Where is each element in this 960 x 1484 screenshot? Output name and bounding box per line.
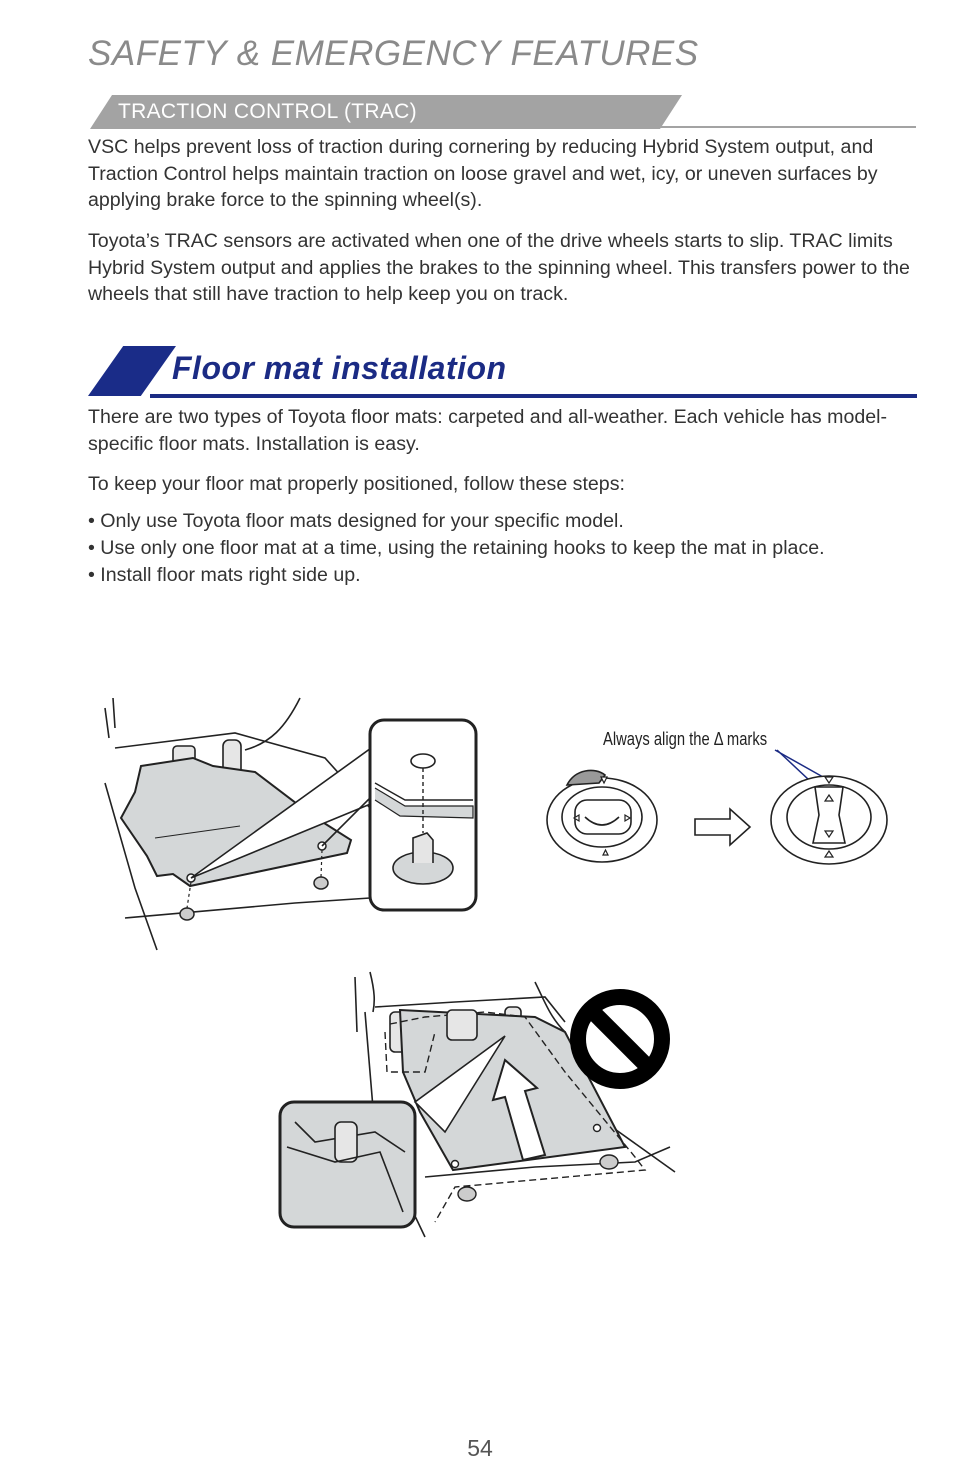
floor-mat-heading: Floor mat installation xyxy=(172,350,507,386)
hook-after-rotation xyxy=(770,775,888,865)
floor-mat-intro: There are two types of Toyota floor mats… xyxy=(88,406,888,455)
trac-paragraph-2: Toyota’s TRAC sensors are activated when… xyxy=(88,230,910,305)
list-item: • Only use Toyota floor mats designed fo… xyxy=(88,510,624,532)
trac-paragraph-1: VSC helps prevent loss of traction durin… xyxy=(88,136,878,211)
steps-intro: To keep your floor mat properly position… xyxy=(88,473,625,495)
arrow-icon xyxy=(491,1058,547,1162)
page-section-title: SAFETY & EMERGENCY FEATURES xyxy=(88,34,699,73)
hook-alignment-illustration xyxy=(546,749,888,865)
page-number: 54 xyxy=(467,1435,493,1461)
list-item: • Use only one floor mat at a time, usin… xyxy=(88,537,825,559)
subsection-label: TRACTION CONTROL (TRAC) xyxy=(118,100,417,123)
align-marks-label: Always align the Δ marks xyxy=(603,729,768,749)
floor-mat-shape xyxy=(119,756,353,888)
prohibited-icon xyxy=(570,989,670,1089)
incorrect-installation-illustration xyxy=(278,971,676,1238)
subsection-divider xyxy=(650,126,916,128)
list-item: • Install floor mats right side up. xyxy=(88,564,361,586)
floor-mat-hooks-illustration xyxy=(104,697,478,951)
subsection-banner: TRACTION CONTROL (TRAC) xyxy=(90,95,682,129)
steps-list: • Only use Toyota floor mats designed fo… xyxy=(88,508,908,589)
heading-underline xyxy=(150,394,917,398)
hook-before-rotation xyxy=(546,769,658,863)
heading-accent xyxy=(88,346,176,396)
arrow-icon xyxy=(694,807,752,847)
